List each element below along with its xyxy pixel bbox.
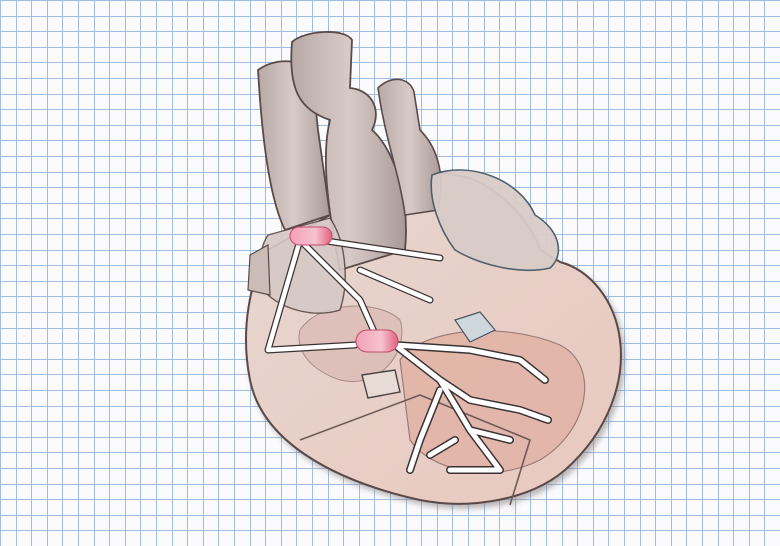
sinoatrial-node-icon: [290, 227, 332, 245]
inferior-vena-cava: [248, 245, 270, 295]
atrioventricular-node-icon: [356, 330, 398, 352]
